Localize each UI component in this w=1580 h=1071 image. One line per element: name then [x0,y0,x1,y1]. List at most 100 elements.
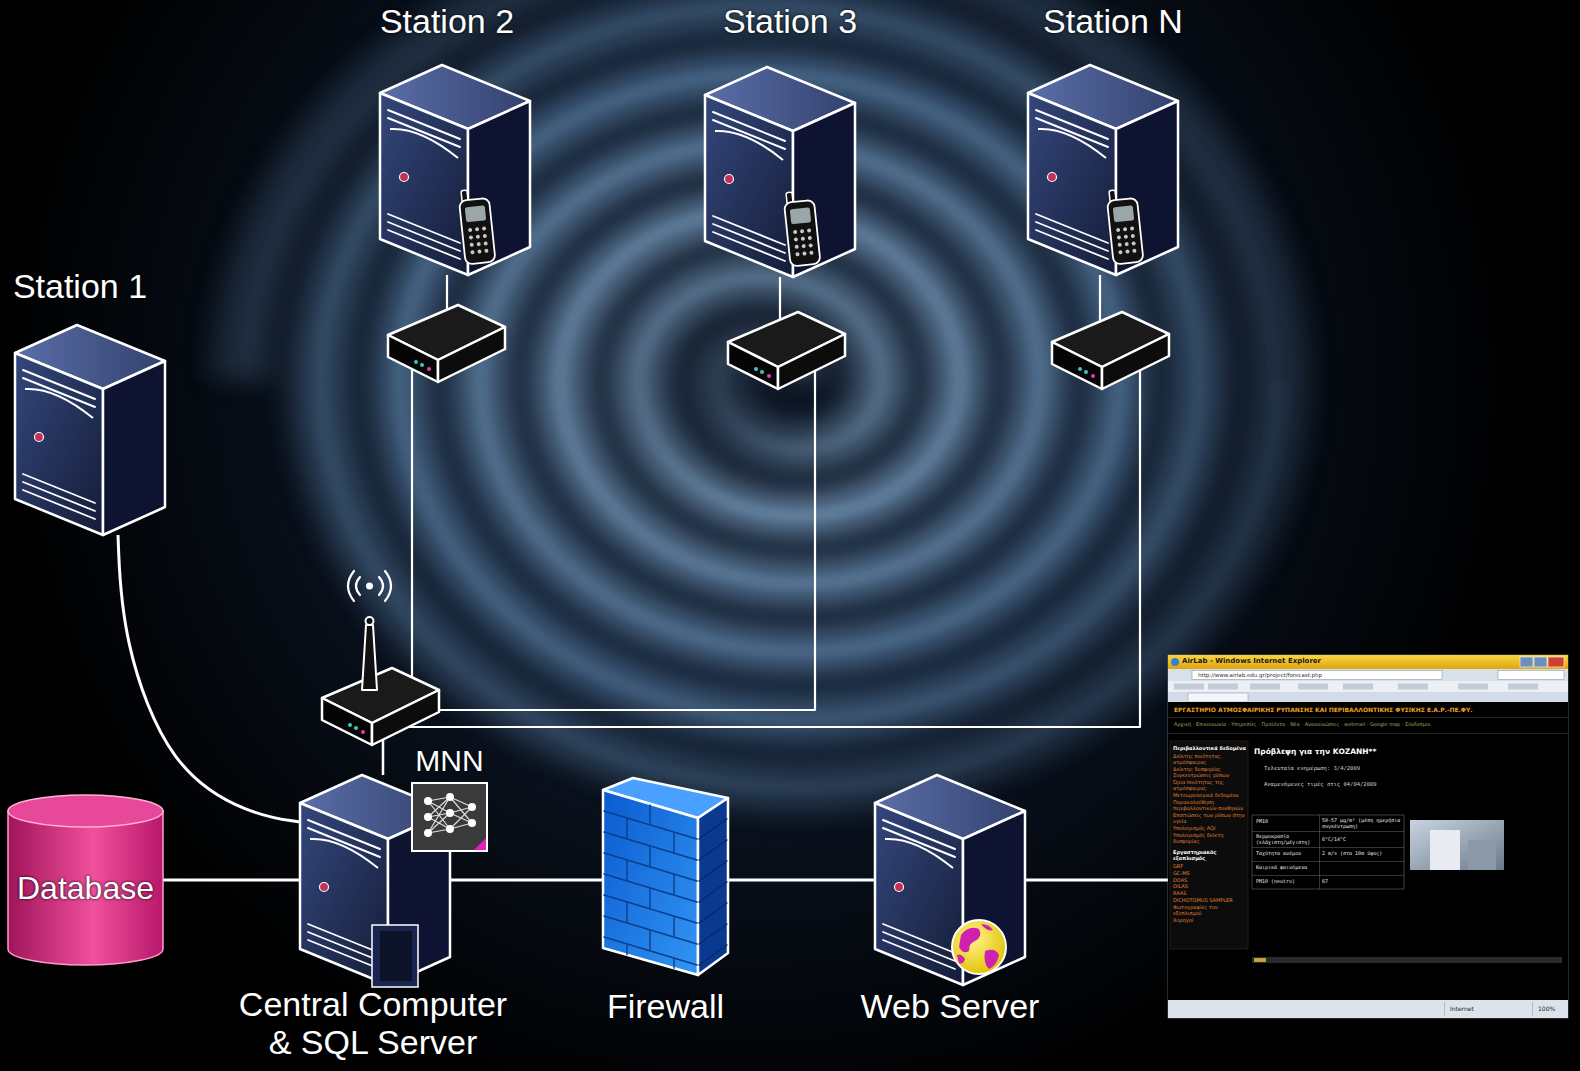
storage-shade [380,931,412,981]
brick-joint [626,903,627,922]
brick-joint [626,819,627,838]
toolbar-button [1208,684,1238,690]
globe-land [957,955,965,964]
menu-item: Συγκεντρώσεις ρύπων [1173,772,1247,778]
wireless-router [322,668,439,745]
browser-text: Ταχύτητα ανέμου [1256,850,1318,856]
brick-joint [626,945,627,955]
vent-line [23,490,95,519]
globe-land [981,924,993,930]
drive-bay [25,389,93,418]
neuron [446,809,454,817]
window-frame [1168,655,1568,1018]
node-label: Station N [1013,1,1213,41]
menu-item: RAAS [1173,890,1247,896]
neuron [424,813,432,821]
menu-item: Επιπτώσεις των ρύπων στην υγεία [1173,812,1247,824]
browser-text: Θερμοκρασία (ελάχιστη/μέγιστη) [1256,833,1318,845]
brick-joint [673,875,674,894]
menu-item: Όρια ποιότητας της ατμόσφαιρας [1173,779,1247,791]
mnn-shape [412,783,487,851]
tower-shape [380,65,530,275]
phone-key [808,243,812,247]
phone-key [468,228,472,232]
toolbar-button [1508,684,1538,690]
tower-shape [875,775,1025,985]
brick-course [699,903,727,923]
server-tower [875,775,1025,985]
brick-course [699,840,727,860]
brick-joint [649,847,650,866]
network-link [118,535,300,822]
power-led [725,175,734,184]
drive-bay [883,828,955,857]
drive-bay [715,131,783,160]
vent-line [883,924,955,953]
table-rule [1252,831,1404,833]
phone-body [784,200,821,267]
browser-text: 50-57 μg/m³ (μέση ημερήσια συγκέντρωση) [1322,817,1402,829]
window-button [1548,657,1564,667]
tower-front [1028,93,1116,275]
menu-item: OILAS [1173,883,1247,889]
address-field [1192,671,1442,680]
browser-text: PM10 (neutro) [1256,878,1318,884]
browser-text: PM10 [1256,818,1316,824]
browser-window [1168,655,1568,1018]
phone-key [800,229,804,233]
menu-item: Φωτογραφίες του εξοπλισμού [1173,904,1247,916]
browser-text: 6°C/14°C [1322,836,1402,842]
network-link [728,879,875,882]
browser-text: Αναμενόμενες τιμές στις 04/04/2009 [1264,781,1434,788]
phone-key [1117,235,1121,239]
phone-key [469,235,473,239]
server-tower [1028,65,1178,275]
tower-front [380,93,468,275]
menu-item: Παρακολούθηση περιβαλλοντικών συνθηκών [1173,799,1247,811]
toolbar-button [1250,684,1280,690]
phone-screen [465,205,486,222]
swirl-highlight [320,6,1280,788]
menu-item: Χορηγοί [1173,917,1247,923]
vent-line [713,216,785,245]
search-field [1498,671,1564,680]
station-server: Station 2 [380,65,530,275]
power-led [400,173,409,182]
browser-text: http://www.airlab.edu.gr/project/forecas… [1198,672,1438,679]
drive-bay [885,839,953,868]
status-separator [1444,1002,1446,1016]
phone-screen [1113,205,1134,222]
phone-key [1124,234,1128,238]
phone-key [1125,249,1129,253]
database-cylinder: Database [8,795,163,965]
drive-bay [883,820,955,849]
toolbar-button [1458,684,1488,690]
browser-text: Καιρικά φαινόμενα [1256,864,1318,870]
drive-bay [23,370,95,399]
browser-tab [1188,693,1248,702]
firewall-wall: Firewall [603,778,728,975]
neuron [446,825,454,833]
server-tower [15,325,165,535]
gsm-phone [1106,188,1144,265]
phone-key [1132,249,1136,253]
page-area [1168,702,1568,1000]
photo-thumbnail [1410,820,1504,870]
vent-line [308,940,380,969]
phone-key [795,245,799,249]
separator [1168,717,1568,719]
icon-corner [474,838,486,850]
phone-key [801,236,805,240]
phone-key [793,230,797,234]
menu-item: Περιβαλλοντικά δεδομένα [1173,745,1247,751]
phone-key [794,237,798,241]
neuron [424,829,432,837]
node-label: Database [8,868,163,908]
globe [952,920,1006,974]
status-separator [1532,1002,1534,1016]
neural-network-icon: MNN [412,783,487,851]
swirl-band [240,0,1280,788]
browser-text: Αρχική · Επικοινωνία · Υπηρεσίες · Προϊό… [1174,721,1564,727]
brick-joint [673,959,674,968]
footer-bar [1252,957,1562,963]
